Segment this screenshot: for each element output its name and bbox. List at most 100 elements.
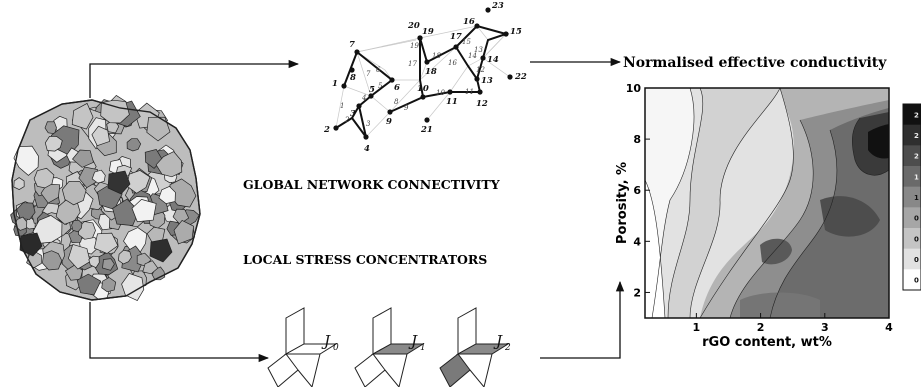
grain	[155, 151, 183, 178]
network-node	[480, 55, 486, 61]
node-label: 13	[481, 76, 493, 86]
grain	[78, 221, 96, 240]
node-label: 14	[487, 55, 499, 65]
node-label: 23	[491, 1, 504, 11]
grain	[33, 167, 55, 189]
node-label: 7	[349, 40, 355, 50]
network-node	[424, 59, 430, 65]
y-tick-label: 10	[626, 82, 642, 95]
dark-grain	[107, 170, 131, 195]
contour-fill	[645, 88, 889, 318]
grain	[44, 121, 57, 135]
edge-label: 13	[474, 46, 483, 54]
colorbar-tick-label: 0	[914, 277, 919, 285]
colorbar-tick-label: 0	[914, 256, 919, 264]
y-tick-label: 8	[633, 133, 641, 146]
x-tick-label: 4	[885, 321, 893, 334]
network-node	[387, 109, 393, 115]
node-label: 11	[446, 97, 458, 107]
grain	[16, 202, 36, 220]
junction-label: J	[493, 332, 503, 350]
node-label: 22	[514, 72, 527, 82]
node-label: 10	[417, 84, 429, 94]
grain	[13, 177, 25, 190]
junction-subscript: 2	[504, 343, 511, 353]
plot-frame	[644, 87, 890, 319]
colorbar-tick-label: 2	[914, 132, 919, 140]
grain	[44, 135, 63, 152]
x-tick-label: 2	[757, 321, 765, 334]
edge-label: 1	[340, 102, 344, 110]
local-stress-label: LOCAL STRESS CONCENTRATORS	[243, 252, 487, 267]
colorbar-band	[903, 186, 921, 208]
grain	[67, 243, 91, 270]
grain	[146, 226, 166, 243]
network-node	[417, 35, 423, 41]
grain	[102, 258, 115, 271]
network-node	[507, 74, 513, 80]
junction-label: J	[321, 332, 331, 350]
grain	[91, 169, 106, 184]
colorbar-band	[903, 269, 921, 291]
network-node	[368, 93, 374, 99]
network-node	[453, 44, 459, 50]
network-node	[341, 83, 347, 89]
colorbar-band	[903, 166, 921, 188]
junction-subscript: 0	[333, 343, 339, 353]
edge-label: 16	[448, 59, 457, 67]
edge-label: 10	[436, 89, 445, 97]
node-label: 4	[364, 144, 370, 154]
grain	[100, 99, 130, 124]
network-node	[477, 89, 483, 95]
edge-label: 6	[376, 66, 381, 74]
edge-label: 7	[366, 70, 371, 78]
grain	[72, 149, 94, 168]
node-label: 6	[394, 83, 400, 93]
node-label: 12	[476, 99, 488, 109]
x-axis-label: rGO content, wt%	[702, 335, 832, 350]
grain	[118, 249, 132, 265]
grain	[61, 180, 87, 206]
edge-label: 9	[404, 104, 409, 112]
edge-label: 8	[394, 98, 399, 106]
grain	[14, 216, 28, 231]
global-network-label: GLOBAL NETWORK CONNECTIVITY	[243, 177, 501, 192]
network-node	[420, 94, 426, 100]
grain	[112, 198, 140, 226]
edge-label: 2	[344, 116, 350, 124]
network-node	[333, 125, 339, 131]
grain	[71, 219, 83, 233]
edge-label: 18	[432, 52, 441, 60]
junction-label: J	[408, 332, 418, 350]
edge-label: 5	[378, 82, 383, 90]
contour-chart: Normalised effective conductivity	[615, 55, 921, 350]
grain	[71, 102, 94, 130]
colorbar-tick-label: 0	[914, 215, 919, 223]
y-axis-label: Porosity, %	[615, 162, 630, 244]
grain	[93, 232, 119, 254]
network-node	[424, 117, 430, 123]
colorbar-band	[903, 228, 921, 250]
colorbar-tick-label: 1	[914, 173, 919, 181]
colorbar-tick-label: 1	[914, 194, 919, 202]
y-tick-label: 2	[633, 286, 641, 299]
y-tick-label: 4	[633, 235, 641, 248]
edge-label: 3	[366, 120, 371, 128]
dark-grain	[19, 232, 43, 257]
grain	[88, 255, 100, 269]
edge-label: 4	[361, 94, 366, 102]
grain	[55, 199, 81, 225]
junction-subscript: 1	[420, 343, 426, 353]
edge-label: 12	[476, 66, 485, 74]
grain	[173, 219, 194, 245]
grain	[142, 260, 159, 275]
network-node	[485, 7, 491, 13]
grain	[42, 250, 63, 271]
colorbar-tick-label: 2	[914, 111, 919, 119]
